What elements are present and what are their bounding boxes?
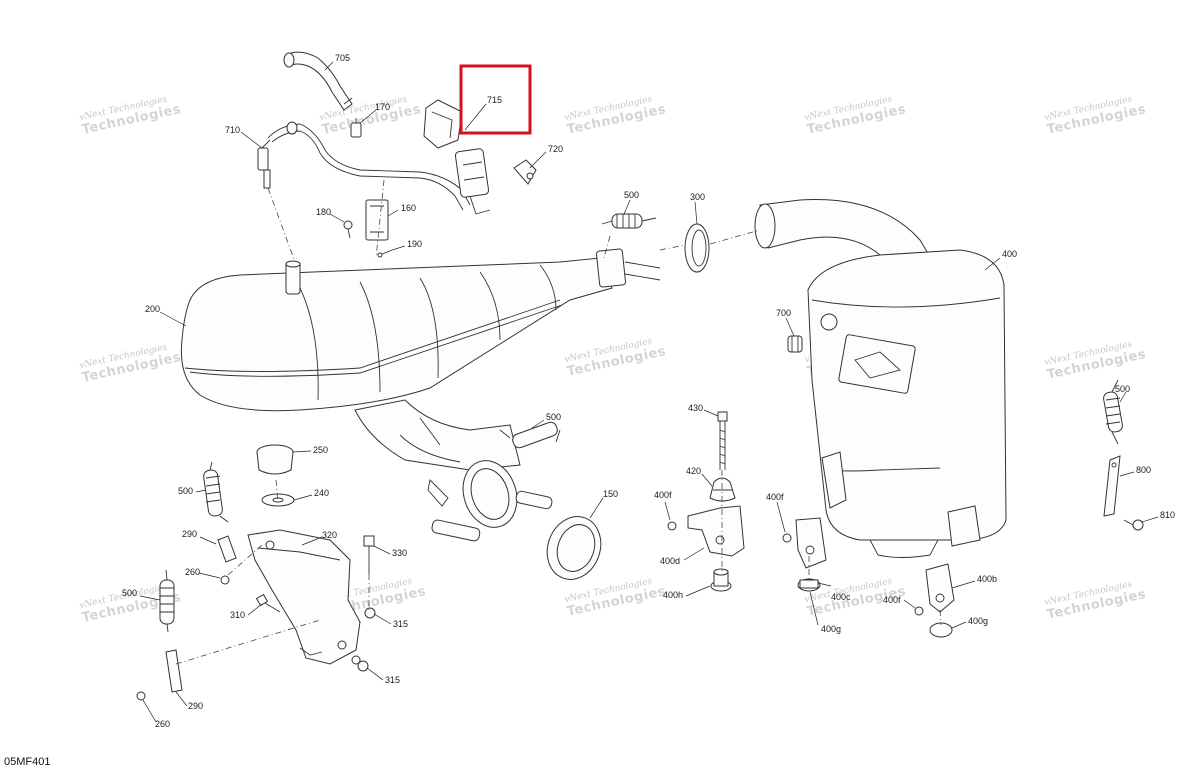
callout-430[interactable]: 430: [688, 403, 703, 413]
part-labels: 705 715 170 710 720 500 300 180 160 190 …: [122, 53, 1175, 729]
callout-400[interactable]: 400: [1002, 249, 1017, 259]
callout-240[interactable]: 240: [314, 488, 329, 498]
watermark: vNext Technologies Technologies: [564, 576, 668, 619]
spring-500-right-drawing: [1103, 379, 1123, 445]
hose-705-drawing: [283, 51, 353, 111]
bolt-330-drawing: [363, 535, 375, 574]
spring-500-mid-drawing: [499, 421, 561, 449]
callout-200[interactable]: 200: [145, 304, 160, 314]
callout-400g[interactable]: 400g: [968, 616, 988, 626]
muffler-400-drawing: [754, 199, 1007, 558]
callout-400c[interactable]: 400c: [831, 592, 851, 602]
bolt-310-drawing: [255, 593, 281, 613]
callout-400g[interactable]: 400g: [821, 624, 841, 634]
callout-170[interactable]: 170: [375, 102, 390, 112]
leader-lines: [139, 61, 1159, 723]
watermark: vNext Technologies Technologies: [564, 94, 668, 137]
callout-315[interactable]: 315: [385, 675, 400, 685]
bracket-715-drawing: [423, 99, 491, 215]
watermark: vNext Technologies Technologies: [79, 342, 183, 385]
fitting-170-drawing: [350, 118, 362, 138]
bracket-400c-drawing: [795, 517, 827, 592]
callout-315[interactable]: 315: [393, 619, 408, 629]
washer-240-drawing: [261, 493, 295, 507]
callout-150[interactable]: 150: [603, 489, 618, 499]
callout-810[interactable]: 810: [1160, 510, 1175, 520]
sensor-710-drawing: [257, 121, 471, 211]
bolt-260-lower-drawing: [136, 691, 146, 701]
plug-700-drawing: [787, 335, 803, 353]
callout-260[interactable]: 260: [185, 567, 200, 577]
mount-400h-drawing: [710, 568, 732, 592]
bracket-400d-drawing: [687, 505, 745, 557]
callout-500[interactable]: 500: [122, 588, 137, 598]
callout-320[interactable]: 320: [322, 530, 337, 540]
watermark: vNext Technologies Technologies: [1044, 339, 1148, 382]
callout-400f[interactable]: 400f: [883, 595, 901, 605]
callout-400h[interactable]: 400h: [663, 590, 683, 600]
callout-160[interactable]: 160: [401, 203, 416, 213]
callout-800[interactable]: 800: [1136, 465, 1151, 475]
callout-310[interactable]: 310: [230, 610, 245, 620]
nut-315-upper-drawing: [364, 607, 376, 619]
bracket-290-lower-drawing: [165, 649, 183, 693]
bolt-260-upper-drawing: [220, 575, 230, 585]
clip-720-drawing: [513, 159, 537, 185]
callout-500[interactable]: 500: [624, 190, 639, 200]
part-drawings: [136, 51, 1144, 701]
bolt-400f-mid-drawing: [782, 533, 792, 543]
highlight-box-715[interactable]: [459, 64, 532, 135]
watermark: vNext Technologies Technologies: [1044, 94, 1148, 137]
callout-290[interactable]: 290: [188, 701, 203, 711]
pin-190-drawing: [377, 249, 393, 258]
callout-250[interactable]: 250: [313, 445, 328, 455]
callout-300[interactable]: 300: [690, 192, 705, 202]
grommet-420-drawing: [709, 477, 736, 502]
callout-400d[interactable]: 400d: [660, 556, 680, 566]
spring-500-top-drawing: [601, 213, 657, 229]
pipe-200-drawing: [180, 248, 661, 528]
gasket-300-drawing: [684, 223, 710, 273]
bolt-400f-left-drawing: [667, 521, 677, 531]
bolt-180-drawing: [343, 220, 353, 239]
spring-500-far-left-drawing: [159, 569, 175, 633]
callout-500[interactable]: 500: [178, 486, 193, 496]
watermark: vNext Technologies Technologies: [564, 336, 668, 379]
nut-315-lower-drawing: [357, 660, 369, 672]
callout-720[interactable]: 720: [548, 144, 563, 154]
watermark: vNext Technologies Technologies: [804, 94, 908, 137]
sheet-id: 05MF401: [4, 756, 50, 768]
callout-715[interactable]: 715: [487, 95, 502, 105]
bracket-320-drawing: [247, 529, 361, 665]
callout-710[interactable]: 710: [225, 125, 240, 135]
ring-150-drawing: [546, 516, 602, 580]
callout-180[interactable]: 180: [316, 207, 331, 217]
bracket-160-drawing: [365, 199, 389, 241]
callout-705[interactable]: 705: [335, 53, 350, 63]
bracket-400b-drawing: [925, 563, 955, 638]
callout-420[interactable]: 420: [686, 466, 701, 476]
callout-400f[interactable]: 400f: [654, 490, 672, 500]
callout-290[interactable]: 290: [182, 529, 197, 539]
assembly-lines: [175, 179, 942, 665]
spring-500-lower-drawing: [431, 490, 553, 542]
callout-260[interactable]: 260: [155, 719, 170, 729]
bracket-290-upper-drawing: [217, 535, 237, 563]
strap-800-drawing: [1103, 455, 1121, 517]
callout-700[interactable]: 700: [776, 308, 791, 318]
watermark: vNext Technologies Technologies: [79, 94, 183, 137]
callout-190[interactable]: 190: [407, 239, 422, 249]
cap-250-drawing: [256, 444, 294, 475]
bolt-400f-right-drawing: [914, 606, 924, 616]
bolt-430-drawing: [717, 411, 728, 470]
spring-500-left-drawing: [203, 461, 229, 523]
watermark: vNext Technologies Technologies: [1044, 579, 1148, 622]
callout-330[interactable]: 330: [392, 548, 407, 558]
bolt-810-drawing: [1123, 519, 1144, 531]
callout-400b[interactable]: 400b: [977, 574, 997, 584]
callout-500[interactable]: 500: [1115, 384, 1130, 394]
callout-500[interactable]: 500: [546, 412, 561, 422]
callout-400f[interactable]: 400f: [766, 492, 784, 502]
